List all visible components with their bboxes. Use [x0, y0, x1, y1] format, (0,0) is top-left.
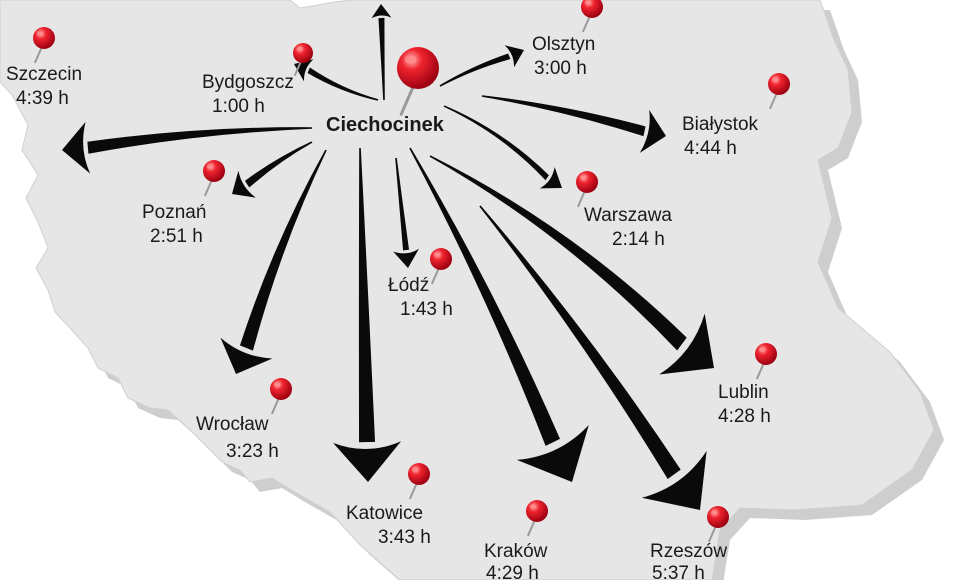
- city-time-szczecin: 4:39 h: [16, 88, 69, 109]
- city-label-lodz: Łódź: [388, 275, 430, 296]
- city-time-lublin: 4:28 h: [718, 406, 771, 427]
- route-arrow-north: [371, 4, 392, 101]
- city-label-katowice: Katowice: [346, 503, 424, 524]
- route-arrow-szczecin: [62, 121, 313, 174]
- city-label-warszawa: Warszawa: [584, 205, 672, 226]
- city-label-bydgoszcz: Bydgoszcz: [202, 72, 294, 93]
- route-arrow-katowice: [333, 147, 402, 482]
- route-arrow-olsztyn: [439, 45, 524, 87]
- pin-icon-olsztyn: [581, 0, 603, 33]
- city-label-wroclaw: Wrocław: [196, 414, 269, 435]
- city-label-poznan: Poznań: [142, 202, 207, 223]
- city-label-rzeszow: Rzeszów: [650, 541, 728, 562]
- pin-icon-bialystok: [768, 73, 790, 110]
- route-arrows: [62, 4, 714, 510]
- city-label-szczecin: Szczecin: [6, 64, 83, 85]
- route-arrow-rzeszow: [479, 205, 707, 510]
- pin-icon-lodz: [430, 248, 452, 285]
- pin-icon-bydgoszcz: [293, 43, 313, 76]
- city-time-krakow: 4:29 h: [486, 563, 539, 584]
- land-area: [0, 0, 935, 580]
- pin-icon-lublin: [755, 343, 777, 380]
- route-arrow-krakow: [409, 147, 589, 482]
- route-arrow-lodz: [393, 157, 419, 268]
- city-time-bydgoszcz: 1:00 h: [212, 96, 265, 117]
- city-time-poznan: 2:51 h: [150, 226, 203, 247]
- route-arrow-bialystok: [481, 95, 666, 153]
- route-arrow-lublin: [429, 155, 714, 375]
- city-time-wroclaw: 3:23 h: [226, 441, 279, 462]
- pin-icon-katowice: [408, 463, 430, 500]
- city-label-lublin: Lublin: [718, 382, 769, 403]
- pin-icon-wroclaw: [270, 378, 292, 415]
- city-time-lodz: 1:43 h: [400, 299, 453, 320]
- city-time-olsztyn: 3:00 h: [534, 58, 587, 79]
- route-arrow-wroclaw: [220, 149, 327, 374]
- hub-label: Ciechocinek: [326, 114, 444, 136]
- pin-icon-szczecin: [33, 27, 55, 64]
- pin-icon-poznan: [203, 160, 225, 197]
- route-arrow-poznan: [232, 141, 313, 198]
- city-label-krakow: Kraków: [484, 541, 548, 562]
- route-arrow-warszawa: [443, 105, 562, 189]
- city-time-katowice: 3:43 h: [378, 527, 431, 548]
- city-label-bialystok: Białystok: [682, 114, 759, 135]
- city-label-olsztyn: Olsztyn: [532, 34, 596, 55]
- pin-icon-rzeszow: [707, 506, 729, 543]
- pin-icon-warszawa: [576, 171, 598, 208]
- pin-icon-krakow: [526, 500, 548, 537]
- city-time-bialystok: 4:44 h: [684, 138, 737, 159]
- pin-icon-hub: [397, 47, 439, 116]
- city-time-rzeszow: 5:37 h: [652, 563, 705, 584]
- city-time-warszawa: 2:14 h: [612, 229, 665, 250]
- poland-outline: [0, 0, 944, 580]
- city-pins: [33, 0, 790, 543]
